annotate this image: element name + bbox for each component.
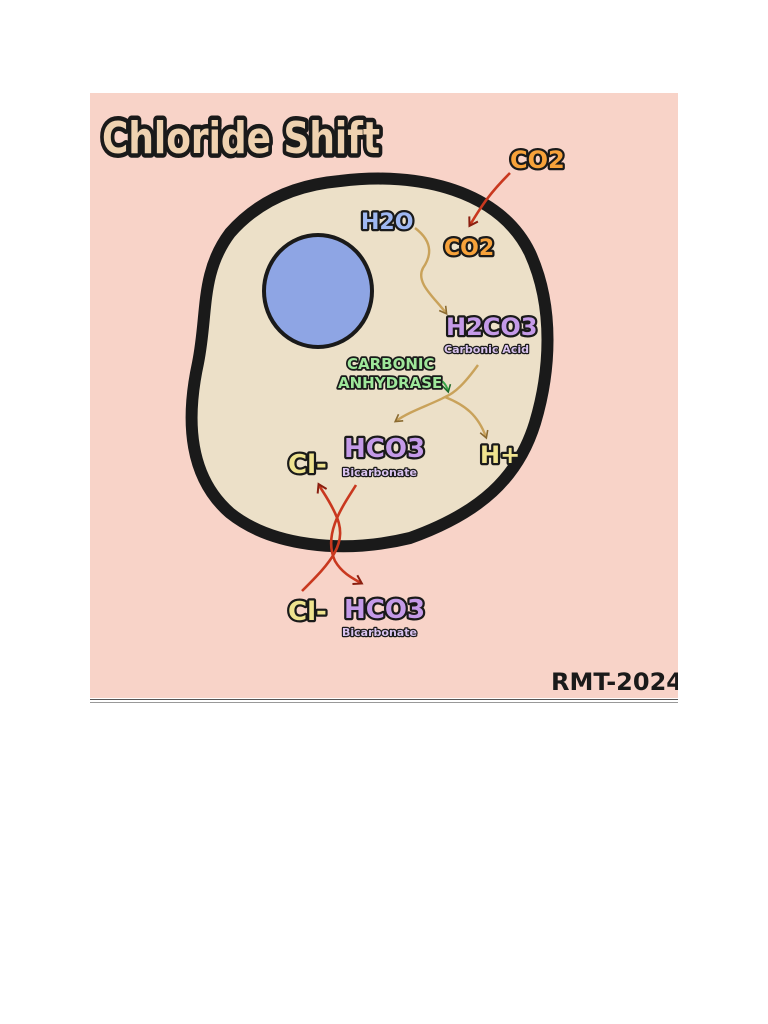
label-chloride-inside: Cl- bbox=[288, 450, 327, 480]
label-h2co3: H2CO3 bbox=[446, 313, 538, 341]
label-bicarbonate-outside: Bicarbonate bbox=[342, 626, 417, 639]
arrow-enzyme-catalysis bbox=[429, 376, 452, 394]
label-h2o: H2O bbox=[361, 210, 413, 235]
label-hco3-inside: HCO3 bbox=[344, 434, 425, 464]
divider-line-secondary bbox=[90, 702, 678, 703]
nucleus bbox=[262, 233, 374, 349]
label-hco3-outside: HCO3 bbox=[344, 595, 425, 625]
label-enzyme-line1: CARBONIC bbox=[347, 355, 435, 373]
signature: RMT-2024 bbox=[551, 668, 678, 696]
chloride-shift-diagram: Chloride Shift CO2 H2O CO2 H2CO3 Carboni… bbox=[90, 93, 678, 698]
label-co2-inside: CO2 bbox=[444, 236, 494, 261]
divider-line bbox=[90, 699, 678, 700]
label-carbonic-acid: Carbonic Acid bbox=[444, 343, 529, 356]
arrow-h2co3-to-h-plus bbox=[444, 395, 489, 440]
label-enzyme-line2: ANHYDRASE bbox=[338, 374, 442, 392]
arrow-h2o-to-h2co3 bbox=[414, 227, 448, 316]
label-co2-outside: CO2 bbox=[510, 146, 565, 174]
diagram-title: Chloride Shift bbox=[102, 113, 380, 164]
label-chloride-outside: Cl- bbox=[288, 597, 327, 627]
arrow-co2-entry bbox=[468, 172, 511, 228]
label-h-plus: H+ bbox=[480, 441, 520, 469]
label-bicarbonate-inside: Bicarbonate bbox=[342, 466, 417, 479]
arrow-bicarbonate-outward bbox=[329, 484, 364, 585]
